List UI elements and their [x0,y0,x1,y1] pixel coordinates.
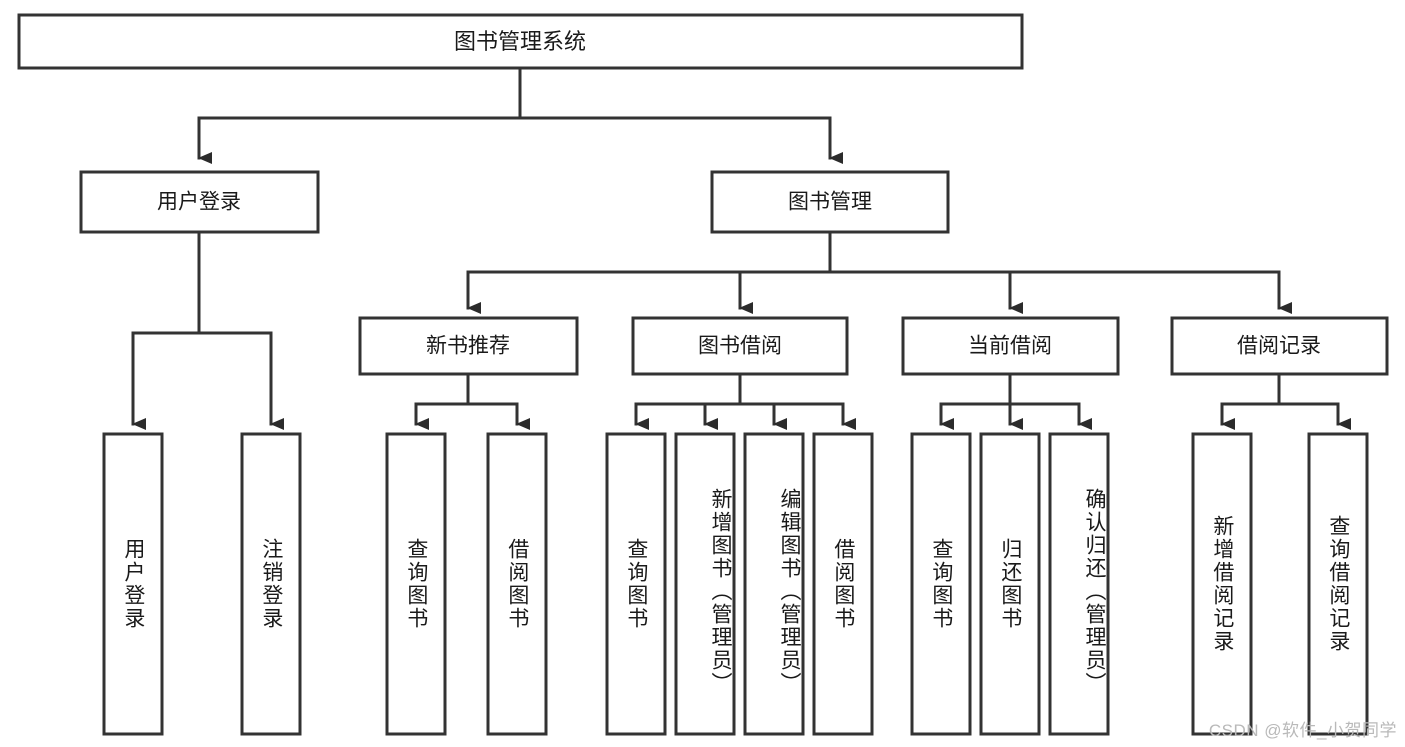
leaf-box-current-borrow-2[interactable] [979,432,1041,736]
node-user-login-label: 用户登录 [157,191,241,214]
node-book-borrow-label: 图书借阅 [698,335,782,358]
leaf-box-new-book-recommend-2[interactable] [486,432,548,736]
leaf-box-current-borrow-3[interactable] [1048,432,1110,736]
node-new-book-recommend-box[interactable] [358,316,579,376]
leaf-box-borrow-record-1[interactable] [1191,432,1253,736]
csdn-watermark: CSDN @软件_小贺同学 [1208,721,1397,740]
node-borrow-record-box[interactable] [1170,316,1389,376]
node-new-book-recommend-label: 新书推荐 [426,335,510,358]
leaf-box-borrow-record-2[interactable] [1307,432,1369,736]
leaf-box-user-login-2[interactable] [240,432,302,736]
node-root-box[interactable] [17,13,1024,70]
leaf-box-book-borrow-3[interactable] [743,432,805,736]
node-book-manage-box[interactable] [710,170,950,234]
leaf-box-book-borrow-2[interactable] [674,432,736,736]
node-book-manage-label: 图书管理 [788,191,872,214]
leaf-box-book-borrow-4[interactable] [812,432,874,736]
leaf-box-current-borrow-1[interactable] [910,432,972,736]
leaf-box-book-borrow-1[interactable] [605,432,667,736]
node-book-borrow-box[interactable] [631,316,849,376]
leaf-box-new-book-recommend-1[interactable] [385,432,447,736]
node-root-label: 图书管理系统 [454,29,586,54]
node-borrow-record-label: 借阅记录 [1237,335,1321,358]
node-current-borrow-label: 当前借阅 [968,335,1052,358]
leaf-box-user-login-1[interactable] [102,432,164,736]
node-current-borrow-box[interactable] [901,316,1120,376]
